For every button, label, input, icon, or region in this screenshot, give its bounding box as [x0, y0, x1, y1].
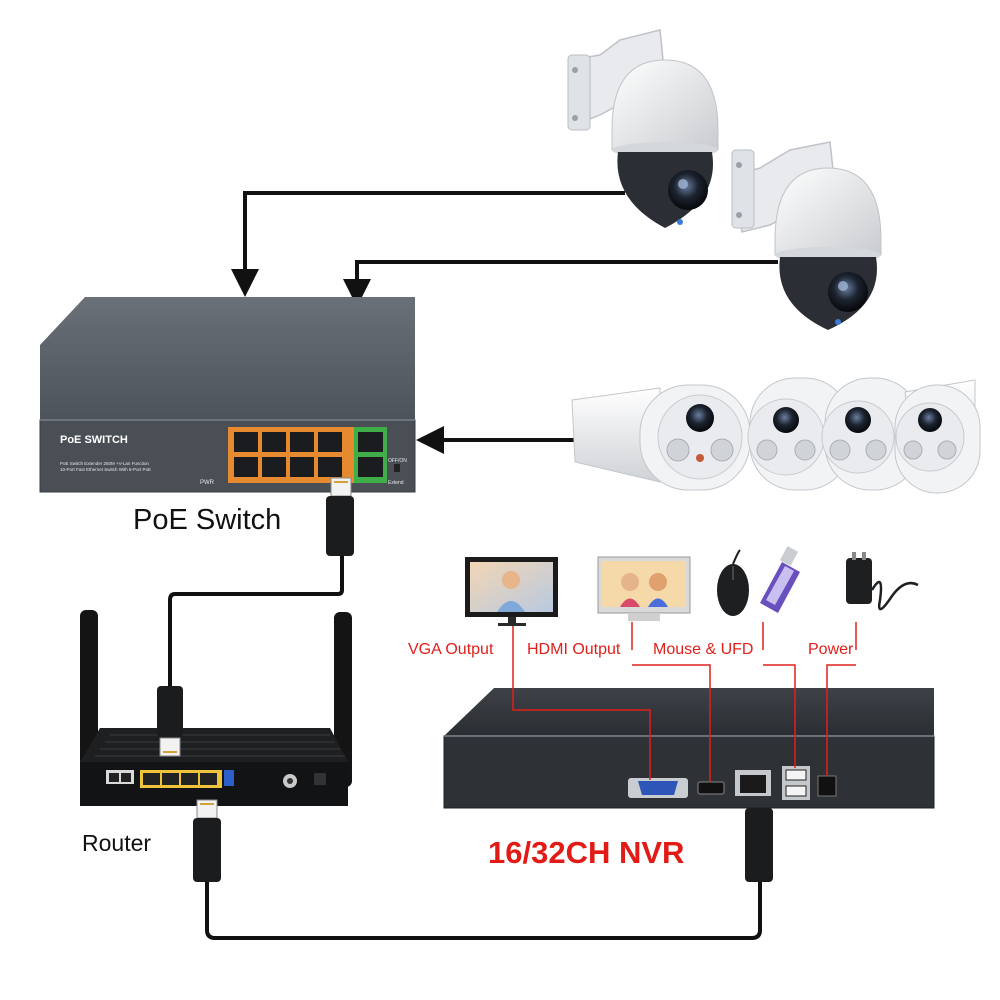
rj45-plug-icon — [157, 686, 183, 757]
poe-switch: PoE SWITCH PoE Switch Extender 250M +V-L… — [39, 297, 416, 493]
cable-ptz2 — [343, 260, 778, 307]
poe-ports — [234, 432, 342, 477]
vga-output-label: VGA Output — [408, 641, 494, 658]
router — [80, 610, 352, 806]
switch-pwr-text: PWR — [200, 480, 215, 486]
ptz-camera-icon — [731, 141, 882, 330]
camera-cables — [231, 191, 778, 454]
ptz-camera-icon — [567, 29, 719, 228]
monitor-icon — [465, 557, 558, 626]
power-adapter-icon — [846, 552, 919, 611]
power-label: Power — [808, 641, 854, 658]
mouse-ufd-label: Mouse & UFD — [653, 641, 753, 658]
poe-switch-caption: PoE Switch — [133, 504, 281, 536]
output-connector-lines — [512, 622, 857, 782]
switch-small-text-2: 10-Port Fast Ethernet Switch With 8-Port… — [60, 467, 151, 472]
rj45-plug-icon — [193, 799, 221, 882]
nvr-caption: 16/32CH NVR — [488, 835, 684, 870]
nvr — [443, 688, 935, 809]
switch-small-text-1: PoE Switch Extender 250M +V-Lan Function — [60, 461, 149, 466]
switch-front-text: PoE SWITCH — [60, 434, 128, 446]
bullet-camera-icon — [747, 377, 851, 491]
cable-router-nvr — [205, 882, 762, 940]
cable-ptz1 — [231, 191, 625, 297]
hdmi-output-label: HDMI Output — [527, 641, 621, 658]
rj45-plug-icon — [326, 477, 354, 556]
bullet-camera-icon — [894, 379, 981, 494]
switch-onoff-text: OFF/ON — [388, 458, 407, 464]
bullet-camera-icon — [571, 384, 751, 491]
bullet-cameras — [571, 377, 981, 494]
monitor-icon — [597, 556, 691, 621]
router-caption: Router — [82, 830, 151, 856]
mouse-icon — [717, 549, 749, 616]
switch-extend-text: Extend — [388, 480, 404, 486]
cable-switch-router — [168, 556, 344, 686]
usb-drive-icon — [760, 546, 800, 613]
